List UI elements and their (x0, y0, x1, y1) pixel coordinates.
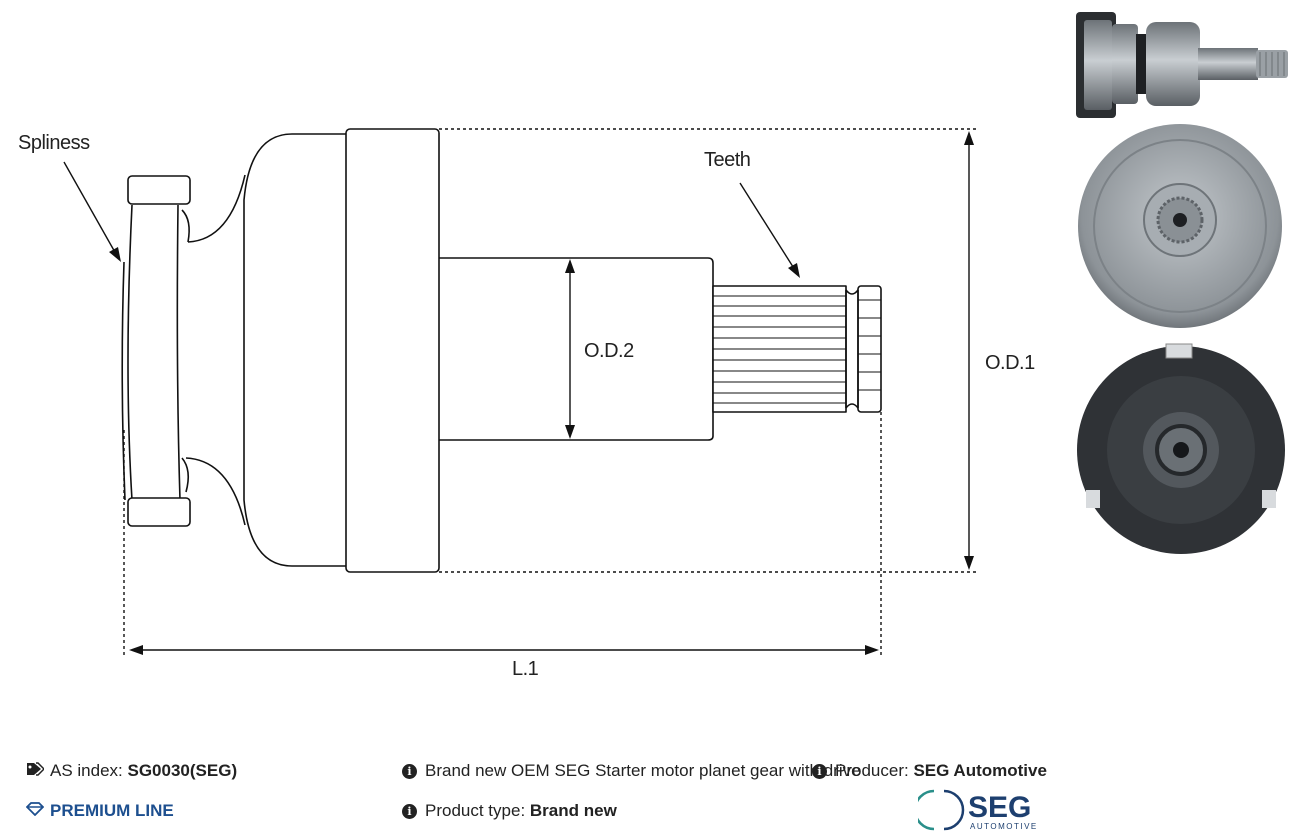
info-icon: i (402, 804, 417, 819)
as-index-label: AS index: (50, 761, 123, 780)
info-icon: i (402, 764, 417, 779)
l1-label: L.1 (512, 658, 539, 680)
product-type-label: Product type: (425, 801, 526, 820)
side-view-photo (1076, 12, 1288, 118)
spliness-label: Spliness (18, 132, 90, 154)
description-text: Brand new OEM SEG Starter motor planet g… (425, 761, 861, 780)
logo-text: SEG (968, 791, 1031, 824)
logo-subtext: AUTOMOTIVE (970, 822, 1038, 831)
product-type-row: i Product type: Brand new (402, 801, 617, 821)
technical-drawing: Spliness Teeth O.D.2 O.D.1 L.1 (18, 128, 1036, 680)
front-view-photo (1078, 124, 1282, 328)
as-index-row: AS index: SG0030(SEG) (26, 761, 237, 781)
as-index-value: SG0030(SEG) (127, 761, 238, 780)
diamond-icon (25, 801, 45, 821)
premium-line-label: PREMIUM LINE (50, 801, 174, 820)
producer-label: Producer: (835, 761, 909, 780)
premium-line-badge: PREMIUM LINE (25, 801, 174, 821)
product-type-value: Brand new (529, 801, 617, 820)
producer-row: i Producer: SEG Automotive (812, 761, 1047, 781)
rear-view-photo (1077, 343, 1285, 554)
info-icon: i (812, 764, 827, 779)
producer-value: SEG Automotive (913, 761, 1047, 780)
od2-label: O.D.2 (584, 340, 634, 362)
tags-icon (26, 761, 46, 781)
od1-label: O.D.1 (985, 352, 1035, 374)
seg-automotive-logo: SEG AUTOMOTIVE (918, 789, 1038, 831)
teeth-label: Teeth (704, 149, 750, 171)
